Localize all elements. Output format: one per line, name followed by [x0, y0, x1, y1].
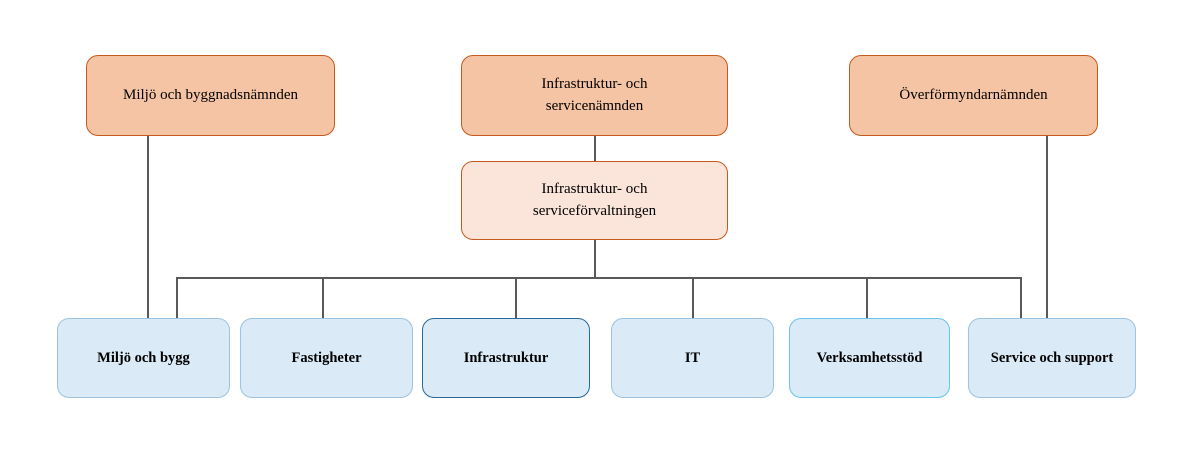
node-overformyndarnamnden[interactable]: Överförmyndarnämnden	[849, 55, 1098, 136]
connector-horizontal-bus	[176, 277, 1022, 279]
node-label-miljo-och-bygg: Miljö och bygg	[97, 349, 190, 366]
node-miljo-byggnadsnamnden[interactable]: Miljö och byggnadsnämnden	[86, 55, 335, 136]
node-it[interactable]: IT	[611, 318, 774, 398]
node-label-infrastruktur-serviceforvaltningen: Infrastruktur- och serviceförvaltningen	[532, 181, 657, 219]
connector-overformyndarnamnden-to-service	[1046, 135, 1048, 319]
node-fastigheter[interactable]: Fastigheter	[240, 318, 413, 398]
connector-forvaltningen-trunk	[594, 240, 596, 279]
node-miljo-och-bygg[interactable]: Miljö och bygg	[57, 318, 230, 398]
node-infrastruktur[interactable]: Infrastruktur	[422, 318, 590, 398]
node-label-miljo-byggnadsnamnden: Miljö och byggnadsnämnden	[123, 86, 298, 103]
node-label-fastigheter: Fastigheter	[291, 349, 362, 366]
node-label-it: IT	[684, 349, 701, 366]
node-label-infrastruktur: Infrastruktur	[463, 349, 549, 366]
node-label-overformyndarnamnden: Överförmyndarnämnden	[899, 86, 1048, 103]
node-label-verksamhetsstod: Verksamhetsstöd	[816, 349, 923, 366]
connector-miljonamnden-to-miljobygg	[147, 135, 149, 319]
node-label-service-och-support: Service och support	[990, 349, 1114, 366]
connector-bus-drop-fastigheter	[322, 277, 324, 319]
connector-servicenamnden-to-forvaltningen	[594, 135, 596, 162]
node-infrastruktur-serviceforvaltningen[interactable]: Infrastruktur- och serviceförvaltningen	[461, 161, 728, 240]
connector-bus-drop-infrastruktur	[515, 277, 517, 319]
node-infrastruktur-servicenamnden[interactable]: Infrastruktur- och servicenämnden	[461, 55, 728, 136]
connector-bus-drop-miljo-och-bygg	[176, 277, 178, 319]
node-label-infrastruktur-servicenamnden: Infrastruktur- och servicenämnden	[541, 76, 648, 114]
connector-bus-drop-service-och-support	[1020, 277, 1022, 319]
node-verksamhetsstod[interactable]: Verksamhetsstöd	[789, 318, 950, 398]
connector-bus-drop-it	[692, 277, 694, 319]
connector-bus-drop-verksamhetsstod	[866, 277, 868, 319]
node-service-och-support[interactable]: Service och support	[968, 318, 1136, 398]
